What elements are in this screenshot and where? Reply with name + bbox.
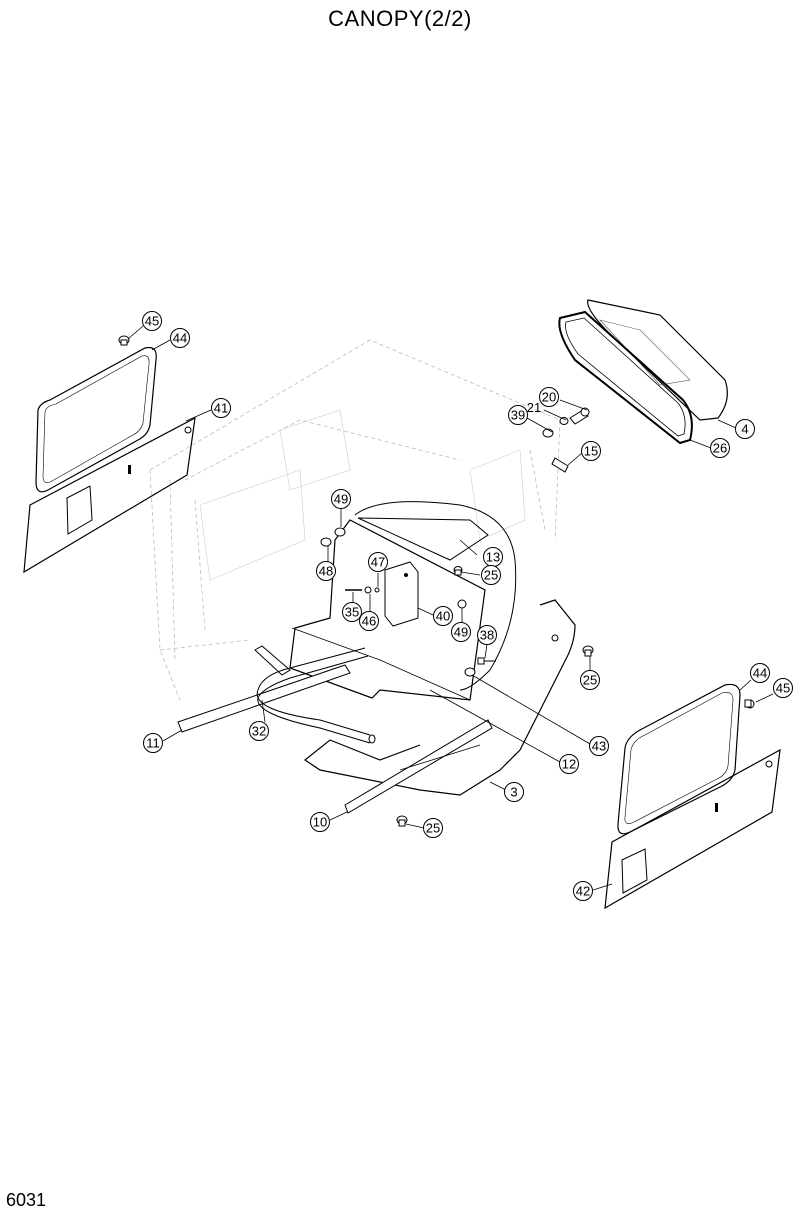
callout-47: 47	[368, 552, 388, 572]
callout-label: 25	[583, 673, 597, 688]
floor-plate-12	[289, 519, 486, 701]
rail-10	[344, 719, 493, 814]
side-panel-41-left	[23, 416, 196, 574]
callout-label: 21	[527, 400, 541, 415]
callout-label: 26	[713, 441, 727, 456]
callout-44-upper: 44	[170, 328, 190, 348]
callout-label: 4	[741, 422, 748, 437]
callout-label: 25	[484, 568, 498, 583]
bolt-45-right	[744, 699, 755, 709]
washers-49-48	[320, 527, 467, 609]
callout-40: 40	[433, 606, 453, 626]
side-panel-42-right	[604, 748, 781, 910]
callout-label: 13	[486, 550, 500, 565]
callout-label: 39	[511, 408, 525, 423]
page-number: 6031	[6, 1190, 47, 1210]
callout-label: 49	[454, 625, 468, 640]
callout-38: 38	[477, 625, 497, 645]
tube-32	[256, 647, 376, 744]
pin-15	[551, 457, 569, 473]
seal-frame-26	[558, 310, 693, 445]
callout-label: 48	[319, 564, 333, 579]
bolt-35-washer-46	[345, 586, 380, 594]
callout-label: 41	[214, 401, 228, 416]
callout-49-upper: 49	[331, 489, 351, 509]
diagram-title: CANOPY(2/2)	[328, 6, 472, 31]
callout-39: 39	[508, 405, 528, 425]
callout-label: 10	[313, 815, 327, 830]
callout-35: 35	[342, 602, 362, 622]
callout-label: 15	[584, 444, 598, 459]
callout-12: 12	[559, 754, 579, 774]
bolt-45-left	[118, 335, 130, 346]
callout-41: 41	[211, 398, 231, 418]
callout-label: 45	[145, 314, 159, 329]
callout-25-bottom: 25	[423, 818, 443, 838]
stud-43	[464, 667, 476, 677]
callout-label: 38	[480, 628, 494, 643]
window-panel-44-left	[35, 346, 157, 493]
callout-32: 32	[249, 721, 269, 741]
floor-mat-13	[354, 501, 517, 691]
cab-outline-ghost	[149, 339, 561, 701]
callout-11: 11	[143, 733, 163, 753]
bolt-25-top	[453, 566, 463, 576]
callout-label: 46	[362, 614, 376, 629]
callout-label: 3	[510, 785, 517, 800]
callout-label: 40	[436, 609, 450, 624]
callout-label: 43	[592, 739, 606, 754]
callout-label: 44	[753, 666, 767, 681]
bolt-38	[477, 657, 496, 665]
callout-label: 11	[146, 736, 160, 751]
mesh-panels	[199, 409, 526, 581]
callout-43: 43	[589, 736, 609, 756]
callout-42: 42	[573, 881, 593, 901]
bolt-25-mid	[582, 645, 594, 657]
callout-label: 20	[542, 390, 556, 405]
callout-49-lower: 49	[451, 622, 471, 642]
callout-label: 47	[371, 555, 385, 570]
callout-label: 44	[173, 331, 187, 346]
callout-15: 15	[581, 441, 601, 461]
callout-label: 35	[345, 605, 359, 620]
callout-45-lower: 45	[773, 678, 793, 698]
callout-48: 48	[316, 561, 336, 581]
callout-label: 25	[426, 821, 440, 836]
callout-label: 49	[334, 492, 348, 507]
callout-45-upper: 45	[142, 311, 162, 331]
callout-26: 26	[710, 438, 730, 458]
callout-25-mid: 25	[580, 670, 600, 690]
rail-11	[177, 645, 351, 733]
callout-20: 20	[539, 387, 559, 407]
callout-25-top: 25	[481, 565, 501, 585]
callout-3: 3	[504, 782, 524, 802]
callout-label: 32	[252, 724, 266, 739]
callout-label: 12	[562, 757, 576, 772]
callout-label: 42	[576, 884, 590, 899]
bolt-25-bottom	[396, 815, 408, 827]
callout-4: 4	[735, 419, 755, 439]
window-panel-44-right	[617, 683, 741, 835]
side-rail-3	[303, 599, 576, 796]
callout-46: 46	[359, 611, 379, 631]
bracket-40	[384, 561, 419, 627]
glass-4-right	[587, 299, 728, 421]
callout-label: 45	[776, 681, 790, 696]
callout-13: 13	[483, 547, 503, 567]
hardware-20-21-39	[542, 407, 590, 438]
callout-21: 21	[527, 400, 541, 415]
callout-10: 10	[310, 812, 330, 832]
leader-lines	[127, 325, 774, 891]
callout-44-lower: 44	[750, 663, 770, 683]
